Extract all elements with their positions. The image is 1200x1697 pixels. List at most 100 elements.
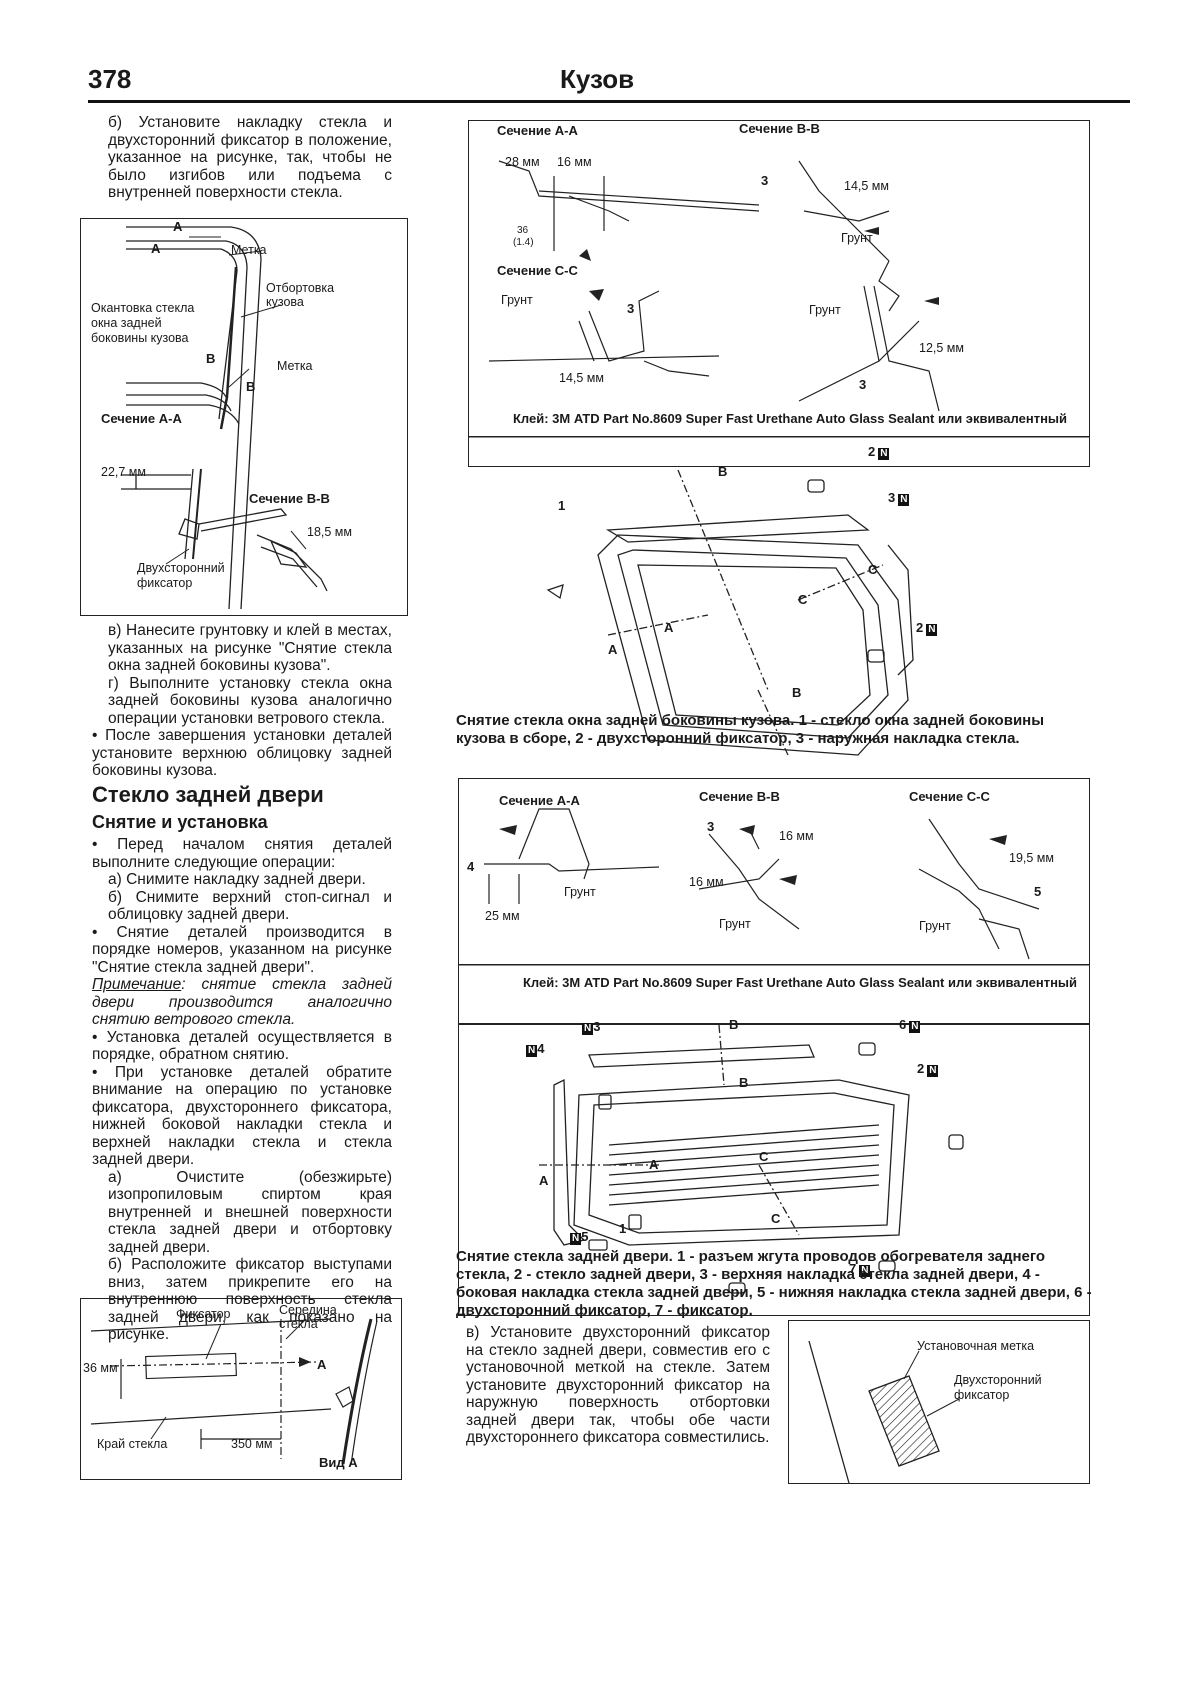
step-g: г) Выполните установку стекла окна задне… — [108, 674, 392, 727]
bullet-order: • Снятие деталей производится в порядке … — [92, 923, 392, 976]
glue-note-door: Клей: 3М ATD Part No.8609 Super Fast Ure… — [523, 975, 1078, 990]
label-door-4: 4 — [467, 859, 475, 874]
door-glass-drawing — [539, 1024, 964, 1294]
label-door-sec-bb: Сечение В-В — [699, 789, 780, 804]
badge-n-6: N — [526, 1045, 538, 1057]
label-glass-1: 1 — [619, 1221, 627, 1236]
paragraph-steps-v-g: в) Нанесите грунтовку и клей в местах, у… — [92, 622, 392, 780]
figure-fixator-drawing — [90, 1318, 378, 1466]
label-door-sec-cc: Сечение С-С — [909, 789, 990, 804]
label-glass-c1: С — [759, 1149, 769, 1164]
label-3-b: 3 — [761, 173, 769, 188]
bullet-after-install: • После завершения установки деталей уст… — [92, 727, 392, 779]
paragraph-step-b: б) Установите накладку стекла и двухстор… — [108, 114, 392, 201]
label-a-2: А — [608, 642, 618, 657]
step-a-1: а) Снимите накладку задней двери. — [108, 871, 366, 888]
side-window-drawing — [546, 469, 914, 756]
label-metka-1: Метка — [231, 243, 267, 257]
section-heading: Стекло задней двери — [92, 782, 324, 807]
label-door-grunt-1: Грунт — [564, 885, 596, 899]
badge-n-8: N — [570, 1233, 582, 1245]
label-a-1: А — [664, 620, 674, 635]
figure-fixator-position: Фиксатор Середина стекла 36 мм А Край ст… — [80, 1298, 402, 1480]
label-16mm-b: 16 мм — [689, 875, 724, 889]
label-door-grunt-3: Грунт — [919, 919, 951, 933]
paragraph-removal: • Перед началом снятия деталей выполните… — [92, 836, 392, 1344]
bullet-attention: • При установке деталей обратите внимани… — [92, 1063, 392, 1169]
label-seredina: Середина стекла — [279, 1303, 337, 1331]
label-1-4: (1.4) — [513, 237, 534, 248]
step-b-2: б) Расположите фиксатор выступами вниз, … — [108, 1256, 392, 1343]
label-door-sec-aa: Сечение А-А — [499, 793, 580, 808]
badge-n-9: N — [859, 1265, 871, 1277]
label-mark-fixator: Двухсторонний фиксатор — [954, 1373, 1042, 1402]
label-door-grunt-2: Грунт — [719, 917, 751, 931]
label-18-5: 18,5 мм — [307, 525, 352, 539]
label-grunt-2: Грунт — [841, 231, 873, 245]
label-a-top: А — [173, 219, 183, 234]
label-36mm: 36 мм — [83, 1361, 118, 1375]
label-19-5: 19,5 мм — [1009, 851, 1054, 865]
badge-n-5: N — [909, 1021, 921, 1033]
header-rule — [88, 100, 1130, 103]
figure-trim-installation: А А Метка Отбортовка кузова Окантовка ст… — [80, 218, 408, 616]
label-grunt-1: Грунт — [501, 293, 533, 307]
label-fixator: Фиксатор — [176, 1307, 231, 1321]
label-glass-a1: А — [539, 1173, 549, 1188]
figure-side-window-sections: Сечение А-А Сечение В-В Сечение С-С 28 м… — [468, 120, 1090, 467]
caption-side-window: Снятие стекла окна задней боковины кузов… — [456, 712, 1045, 747]
label-b-2: В — [246, 379, 256, 394]
label-dvuhstoronniy: Двухсторонний фиксатор — [137, 561, 225, 590]
badge-n-4: N — [582, 1023, 594, 1035]
label-sec-aa: Сечение А-А — [497, 123, 578, 138]
badge-n-7: N — [927, 1065, 939, 1077]
label-sec-cc: Сечение С-С — [497, 263, 578, 278]
note: Примечание: снятие стекла задней двери п… — [92, 976, 392, 1029]
label-glass-b2: В — [739, 1075, 749, 1090]
step-a-2: а) Очистите (обезжирьте) изопропиловым с… — [108, 1168, 392, 1256]
bullet-install: • Установка деталей осуществляется в пор… — [92, 1028, 392, 1064]
paragraph-step-v2: в) Установите двухсторонний фиксатор на … — [466, 1324, 770, 1446]
label-arrow-a: А — [317, 1357, 327, 1372]
label-25mm: 25 мм — [485, 909, 520, 923]
note-text: : снятие стекла задней двери производитс… — [92, 976, 392, 1028]
label-b-bottom: В — [792, 685, 802, 700]
label-14-5-b: 14,5 мм — [844, 179, 889, 193]
label-14-5-a: 14,5 мм — [559, 371, 604, 385]
label-vid-a: Вид А — [319, 1455, 358, 1470]
label-glass-b: В — [729, 1017, 739, 1032]
label-28mm: 28 мм — [505, 155, 540, 169]
glue-note-top: Клей: 3М ATD Part No.8609 Super Fast Ure… — [513, 411, 1068, 426]
figure-install-mark: Установочная метка Двухсторонний фиксато… — [788, 1320, 1090, 1484]
label-b-1: В — [206, 351, 216, 366]
label-otbortovka: Отбортовка кузова — [266, 281, 335, 309]
label-metka-2: Метка — [277, 359, 313, 373]
label-okantovka: Окантовка стекла окна задней боковины ку… — [91, 301, 195, 345]
note-label: Примечание — [92, 976, 182, 993]
label-12-5: 12,5 мм — [919, 341, 964, 355]
section-title: Кузов — [560, 64, 635, 94]
label-16mm-a: 16 мм — [779, 829, 814, 843]
label-glass-c2: С — [771, 1211, 781, 1226]
badge-n-1: N — [878, 448, 890, 460]
figure-sections-drawing — [469, 160, 1089, 438]
figure-trim-drawing — [121, 226, 328, 610]
bullet-before: • Перед началом снятия деталей выполните… — [92, 836, 392, 871]
label-36: 36 — [517, 225, 529, 236]
label-glass-a2: А — [649, 1157, 659, 1172]
label-350mm: 350 мм — [231, 1437, 273, 1451]
page-number: 378 — [88, 64, 132, 94]
label-section-aa: Сечение А-А — [101, 411, 182, 426]
label-22-7: 22,7 мм — [101, 465, 146, 479]
label-door-5: 5 — [1034, 884, 1042, 899]
